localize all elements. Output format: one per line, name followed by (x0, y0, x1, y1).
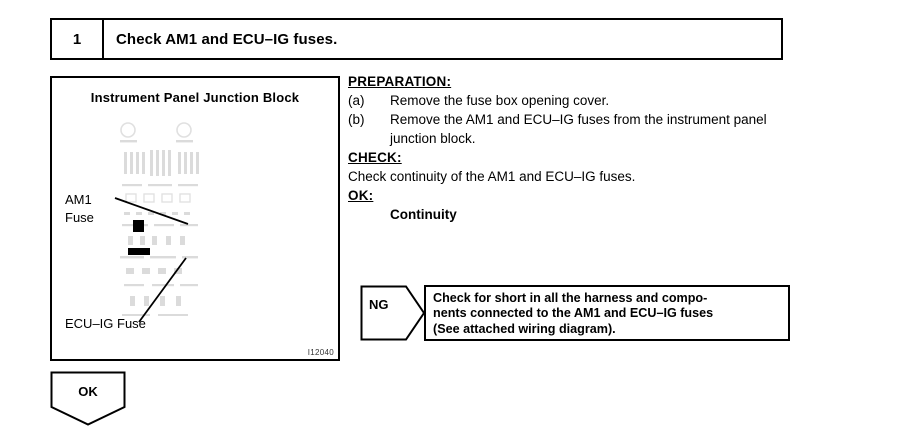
figure-id: I12040 (307, 348, 334, 357)
preparation-step-b: (b) Remove the AM1 and ECU–IG fuses from… (348, 110, 793, 148)
ok-badge-shape (50, 371, 126, 426)
preparation-heading: PREPARATION: (348, 74, 452, 89)
callout-label-am1: AM1 Fuse (65, 191, 94, 228)
callout-am1-line1: AM1 (65, 192, 92, 207)
callout-leader-lines (114, 197, 189, 323)
ok-branch: OK (50, 371, 126, 426)
ng-branch: NG Check for short in all the harness an… (360, 285, 790, 341)
ecu-ig-fuse-marker (128, 248, 150, 255)
instruction-column: PREPARATION: (a) Remove the fuse box ope… (348, 72, 793, 224)
illustration-panel: Instrument Panel Junction Block (50, 76, 340, 361)
ng-action-line2: nents connected to the AM1 and ECU–IG fu… (433, 306, 714, 321)
ng-badge-shape (360, 285, 426, 341)
step-b-marker: (b) (348, 112, 365, 127)
step-b-text: Remove the AM1 and ECU–IG fuses from the… (390, 112, 767, 146)
ng-badge-label: NG (369, 297, 389, 312)
step-number: 1 (52, 20, 104, 58)
step-header: 1 Check AM1 and ECU–IG fuses. (50, 18, 783, 60)
ok-criteria-value: Continuity (390, 207, 457, 222)
am1-fuse-marker (133, 220, 144, 232)
ok-heading: OK: (348, 188, 374, 203)
ng-action-box: Check for short in all the harness and c… (424, 285, 790, 341)
step-a-marker: (a) (348, 93, 365, 108)
check-heading: CHECK: (348, 150, 402, 165)
ng-action-line1: Check for short in all the harness and c… (433, 291, 708, 305)
ok-badge-label: OK (78, 384, 98, 399)
ng-action-line3: (See attached wiring diagram). (433, 321, 616, 336)
step-title: Check AM1 and ECU–IG fuses. (116, 30, 338, 48)
callout-label-ecu-ig: ECU–IG Fuse (65, 316, 146, 331)
step-a-text: Remove the fuse box opening cover. (390, 93, 610, 108)
preparation-step-a: (a) Remove the fuse box opening cover. (348, 91, 793, 110)
check-text: Check continuity of the AM1 and ECU–IG f… (348, 169, 636, 184)
illustration-title: Instrument Panel Junction Block (90, 90, 300, 105)
callout-am1-line2: Fuse (65, 210, 94, 226)
